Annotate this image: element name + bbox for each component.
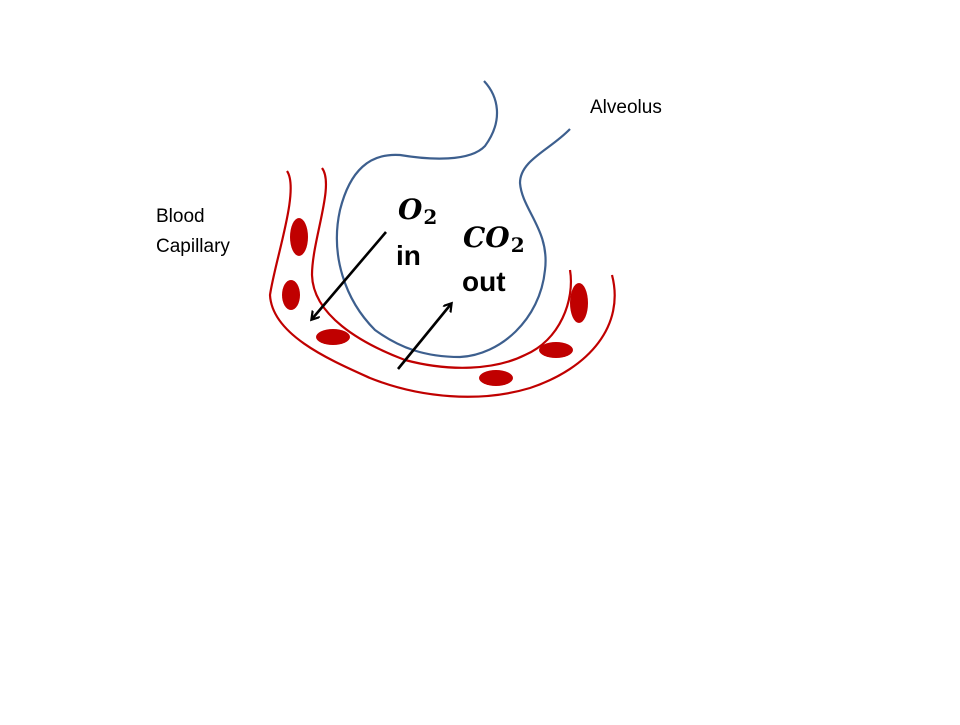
co2-symbol: CO [463, 221, 510, 254]
blood-capillary-label-line2: Capillary [156, 236, 230, 257]
alveolus-outline [335, 80, 571, 359]
red-blood-cell [290, 218, 308, 256]
co2-formula: CO2 [463, 221, 525, 258]
red-blood-cell [316, 329, 350, 345]
capillary-outer-wall [268, 170, 616, 398]
red-blood-cell [539, 342, 573, 358]
co2-arrow [396, 304, 451, 370]
o2-subscript: 2 [423, 205, 438, 229]
red-blood-cell [282, 280, 300, 310]
o2-direction-label: in [396, 240, 421, 271]
co2-direction-label: out [462, 266, 506, 297]
blood-capillary-label-line1: Blood [156, 206, 205, 227]
o2-symbol: O [398, 193, 423, 226]
capillary-inner-wall [310, 167, 572, 369]
alveolus-label: Alveolus [590, 97, 662, 118]
red-blood-cell [479, 370, 513, 386]
o2-arrow [312, 231, 387, 319]
red-blood-cell [570, 283, 588, 323]
co2-subscript: 2 [510, 233, 525, 257]
o2-formula: O2 [398, 193, 438, 230]
